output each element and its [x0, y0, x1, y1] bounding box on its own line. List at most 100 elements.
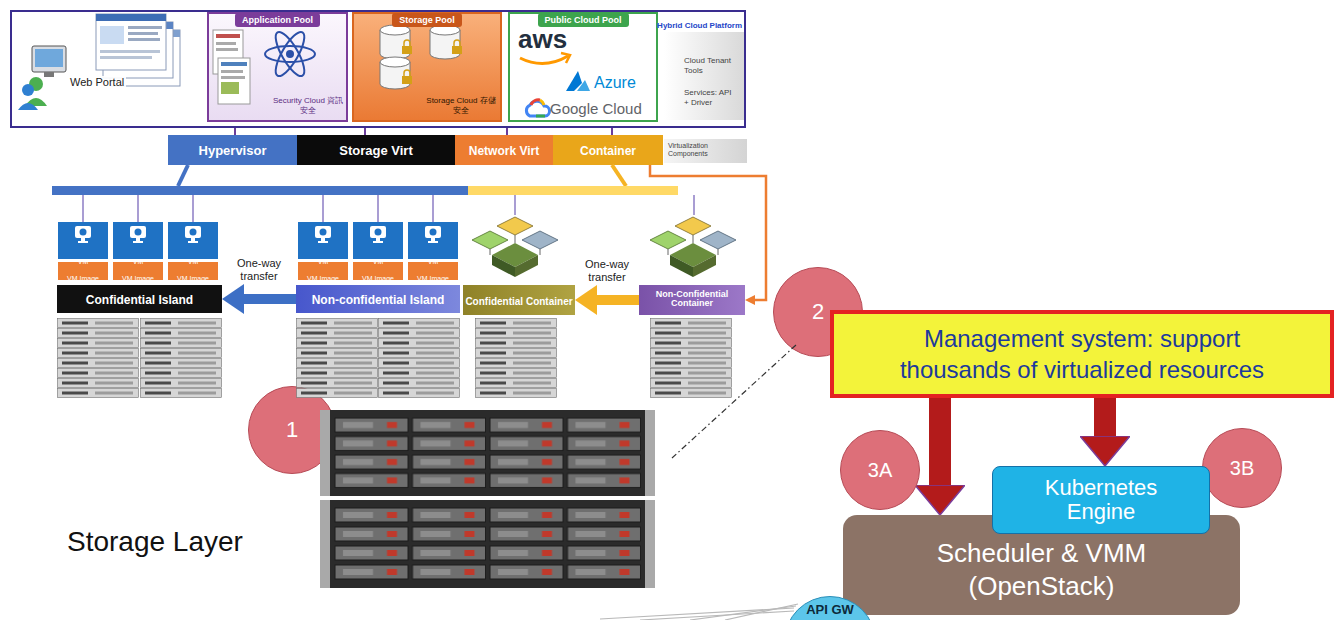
node-text: Hypervisor [199, 143, 267, 158]
node-text: Hybrid Cloud Platform [657, 21, 742, 30]
application-illustration [271, 28, 310, 79]
database-illustration [430, 30, 460, 59]
distribution-bar [693, 195, 695, 215]
application-illustration [218, 58, 250, 104]
connector-arrow [929, 398, 951, 485]
vm-icon [185, 226, 201, 243]
callout-number: 3B [1202, 428, 1282, 508]
portal-illustration [128, 26, 162, 29]
distribution-bar [432, 195, 434, 222]
text-slot: Confidential Island [86, 290, 193, 308]
vm-tile: VM VM Image [113, 222, 163, 280]
portal-illustration [100, 50, 160, 53]
portal-illustration [128, 32, 158, 35]
text-slot: Hypervisor [199, 141, 267, 159]
vm-tile: VMVM Image [298, 222, 348, 280]
application-illustration [221, 70, 243, 73]
distribution-bar [52, 165, 694, 222]
kubernetes-box: Kubernetes Engine [992, 466, 1210, 534]
node-text: API GW [806, 602, 854, 617]
text-slot: One-way transfer [227, 257, 291, 284]
edge-label: One-way transfer [575, 258, 639, 283]
node-text: Azure [594, 74, 636, 92]
cloud-logo [520, 56, 568, 64]
node-text: Storage Virt [339, 143, 412, 158]
database-illustration [380, 25, 462, 89]
application-illustration [216, 48, 238, 51]
leader-line [672, 345, 796, 458]
application-illustration [286, 50, 294, 58]
storage-server [320, 410, 330, 496]
virtualization-band: Container [553, 135, 663, 165]
cloud-logo [566, 71, 582, 91]
virtualization-band: Storage Virt [297, 135, 455, 165]
text-slot: Container [580, 141, 636, 159]
node-text: VM Image [67, 275, 99, 282]
storage-server [320, 410, 655, 588]
server-rack [296, 318, 378, 398]
distribution-bar [612, 165, 626, 186]
vm-tile: VMVM Image [408, 222, 458, 280]
vm-icon [315, 226, 331, 243]
connector-group [190, 85, 1105, 485]
gateway-wire [640, 611, 794, 620]
application-illustration [213, 30, 243, 74]
vm-icon [75, 226, 91, 243]
text-slot: Kubernetes Engine [1026, 476, 1176, 524]
node-text: 3A [868, 459, 892, 482]
gateway-wire [600, 608, 794, 619]
connector-arrow [244, 294, 296, 304]
text-slot: 3A [868, 459, 892, 482]
virtualization-label-box: Virtualization Components [664, 139, 747, 163]
server-rack [475, 318, 557, 398]
cloud-logo [526, 101, 549, 116]
connector-arrow [234, 128, 236, 135]
node-text: Application Pool [235, 13, 320, 27]
tenant-tools-panel: Cloud Tenant ToolsServices: API + Driver [664, 32, 744, 120]
database-illustration [380, 57, 410, 67]
connector-arrow [597, 295, 639, 305]
database-illustration [380, 30, 410, 59]
application-illustration [221, 76, 245, 79]
storage-pool: Storage PoolStorage Cloud 存儲安全 [352, 12, 502, 122]
node-text: VM Image [122, 275, 154, 282]
text-slot: VM Image [168, 267, 218, 285]
text-slot: VM [408, 250, 458, 268]
cloud-logo [536, 115, 545, 118]
portal-illustration [35, 49, 63, 67]
island-band: Confidential Container [463, 285, 575, 315]
server-rack [57, 318, 732, 398]
database-illustration [402, 46, 412, 54]
vm-icon [130, 226, 146, 243]
distribution-bar [322, 195, 324, 222]
cloud-logo [520, 53, 590, 116]
application-illustration [216, 42, 236, 45]
container-icon [472, 217, 736, 277]
text-slot: API GW [806, 600, 854, 618]
text-slot: Storage Cloud 存儲安全 [424, 96, 498, 117]
text-slot: One-way transfer [575, 258, 639, 285]
node-text: VM [133, 258, 144, 265]
node-text: Scheduler & VMM (OpenStack) [882, 537, 1202, 602]
node-text: 3B [1230, 457, 1254, 480]
node-text: Cloud Tenant Tools [684, 56, 736, 75]
storage-server [320, 500, 655, 588]
text-slot: Azure [594, 74, 636, 92]
node-text: VM [78, 258, 89, 265]
portal-illustration [103, 22, 173, 78]
layer-label: Storage Layer [67, 526, 243, 558]
text-slot: Cloud Tenant Tools [684, 56, 736, 77]
database-illustration [454, 40, 460, 46]
connector-arrow [364, 128, 366, 135]
database-illustration [402, 76, 412, 84]
portal-illustration [100, 26, 124, 44]
cloud-logo [540, 100, 544, 105]
text-slot: VM Image [408, 267, 458, 285]
virtualization-band: Network Virt [455, 135, 553, 165]
node-text: 2 [812, 299, 824, 325]
node-text: Non-Confidential Container [639, 290, 745, 310]
management-box: Management system: support thousands of … [830, 310, 1334, 398]
node-text: Storage Pool [392, 13, 462, 27]
text-slot: VM Image [58, 267, 108, 285]
